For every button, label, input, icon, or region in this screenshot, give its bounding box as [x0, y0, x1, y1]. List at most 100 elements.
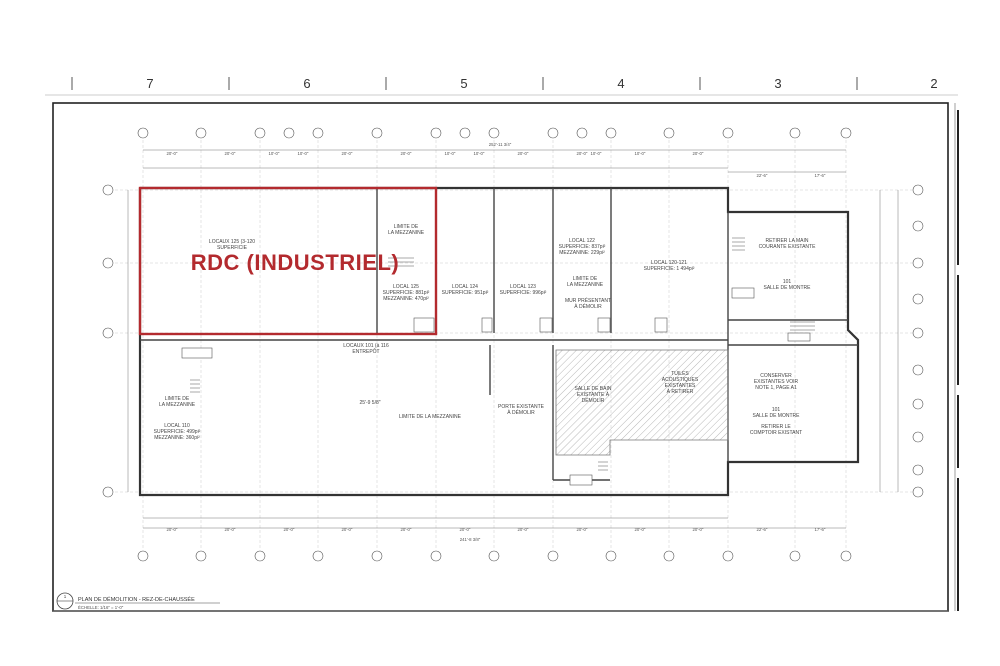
bottom-dim-label: 20'-0"	[635, 527, 646, 532]
bottom-dim-label: 20'-0"	[577, 527, 588, 532]
demolition-hatch-area	[555, 349, 729, 456]
room-label-line: TUILES	[671, 371, 689, 377]
room-label-line: LOCAL 120-121	[651, 260, 687, 266]
top-dim-label: 10'-0"	[298, 151, 309, 156]
room-label-line: LIMITE DE	[165, 396, 190, 402]
room-label-line: LOCAL 124	[452, 284, 478, 290]
room-label-line: 101	[783, 279, 792, 285]
room-label-line: MEZZANINE: 360pi²	[154, 435, 200, 441]
column-label-4: 4	[617, 76, 624, 91]
room-label-line: ENTREPÔT	[352, 348, 379, 355]
dimension-lines	[127, 149, 899, 529]
room-label-line: EXISTANTES	[665, 383, 696, 389]
top-dimension-labels: 20'-0"20'-0"10'-0"10'-0"20'-0"20'-0"10'-…	[167, 151, 826, 178]
room-label-line: SUPERFICIE: 951pi²	[442, 290, 489, 296]
drawing-title: PLAN DE DÉMOLITION - REZ-DE-CHAUSSÉE	[78, 596, 195, 603]
room-label-line: MUR PRÉSENTANT	[565, 297, 611, 304]
room-label-line: EXISTANTE À	[577, 391, 610, 398]
drawing-number: 1	[64, 594, 67, 599]
bottom-dim-label: 20'-0"	[342, 527, 353, 532]
room-label-line: PORTE EXISTANTE	[498, 404, 545, 410]
industrial-zone-label: RDC (INDUSTRIEL)	[191, 250, 399, 275]
room-label-line: EXISTANTES VOIR	[754, 379, 799, 385]
room-label-line: RETIRER LA MAIN	[765, 238, 808, 244]
bottom-dim-label: 20'-0"	[693, 527, 704, 532]
bottom-dim-label: 20'-0"	[401, 527, 412, 532]
bottom-dim-label: 17'-6"	[815, 527, 826, 532]
room-label-line: SUPERFICIE: 499pi²	[154, 429, 201, 435]
bottom-dim-label: 20'-0"	[460, 527, 471, 532]
bottom-dim-label: 20'-0"	[518, 527, 529, 532]
room-label-line: À RETIRER	[667, 388, 694, 395]
room-label-line: MEZZANINE: 229pi²	[559, 250, 605, 256]
top-dim-label: 20'-0"	[167, 151, 178, 156]
room-label-line: LOCAL 122	[569, 238, 595, 244]
grid-bubbles	[102, 127, 924, 562]
room-label-line: 101	[772, 407, 781, 413]
room-label-line: SUPERFICIE: 881pi²	[383, 290, 430, 296]
room-label-line: À DÉMOLIR	[574, 303, 602, 310]
room-label-line: DÉMOLIR	[582, 397, 605, 404]
room-label-line: LOCAL 123	[510, 284, 536, 290]
top-dim-label: 20'-0"	[518, 151, 529, 156]
sheet-border	[52, 102, 959, 612]
top-dim-label: 10'-0"	[445, 151, 456, 156]
drawing-scale: ÉCHELLE: 1/16" = 1'-0"	[78, 605, 124, 610]
room-label-line: SALLE DE BAIN	[575, 386, 612, 392]
room-label-line: LIMITE DE	[394, 224, 419, 230]
room-label: 25'-9 5/8"	[359, 400, 380, 406]
column-ruler	[45, 77, 958, 96]
bottom-dim-label: 20'-0"	[284, 527, 295, 532]
room-label-line: À DÉMOLIR	[507, 409, 535, 416]
room-label-line: SALLE DE MONTRE	[764, 285, 812, 291]
room-label-line: NOTE 1, PAGE A1	[755, 385, 797, 391]
column-label-5: 5	[460, 76, 467, 91]
bottom-dimension-labels: 20'-0" 20'-0" 20'-0" 20'-0" 20'-0" 20'-0" 20'-…	[167, 527, 826, 532]
room-label-line: SALLE DE MONTRE	[753, 413, 801, 419]
column-label-2: 2	[930, 76, 937, 91]
room-label-line: SUPERFICIE: 1 494pi²	[644, 266, 695, 272]
top-dim-label: 17'-6"	[815, 173, 826, 178]
fixtures	[181, 287, 811, 486]
stairs	[190, 237, 815, 471]
bottom-dim-label: 20'-0"	[225, 527, 236, 532]
room-label-line: LOCAL 125	[393, 284, 419, 290]
room-label-line: RETIRER LE	[761, 424, 791, 430]
column-label-3: 3	[774, 76, 781, 91]
column-label-6: 6	[303, 76, 310, 91]
room-label-line: LA MEZZANINE	[567, 282, 604, 288]
top-dim-label: 20'-0"	[342, 151, 353, 156]
building-outline	[138, 186, 860, 497]
room-label-line: 25'-9 5/8"	[359, 400, 380, 406]
room-label-line: MEZZANINE: 470pi²	[383, 296, 429, 302]
top-dim-label: 10'-0"	[635, 151, 646, 156]
top-dim-label: 20'-0"	[401, 151, 412, 156]
room-label-line: LIMITE DE	[573, 276, 598, 282]
room-label-line: COMPTOIR EXISTANT	[750, 430, 802, 436]
industrial-zone-highlight	[138, 186, 438, 336]
top-dim-label: 10'-0"	[269, 151, 280, 156]
room-label-line: COURANTE EXISTANTE	[759, 244, 817, 250]
room-label-line: SUPERFICIE: 837pi²	[559, 244, 606, 250]
top-dim-label: 20'-0"	[577, 151, 588, 156]
room-label-line: LOCAL 110	[164, 423, 190, 429]
top-dim-label: 10'-0"	[591, 151, 602, 156]
room-label-line: LOCAUX 101 (à 116	[343, 343, 389, 349]
